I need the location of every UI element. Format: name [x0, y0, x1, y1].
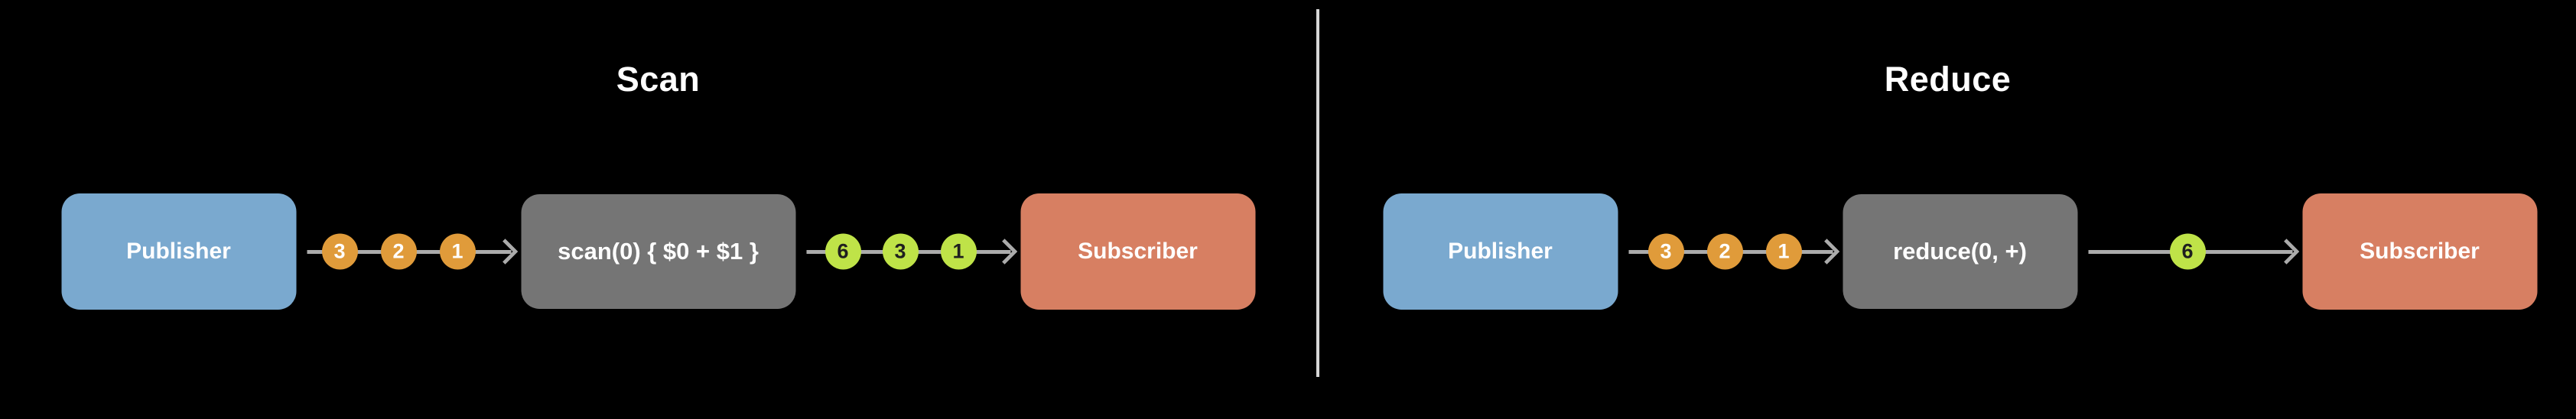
subscriber-box: Subscriber [2302, 193, 2537, 310]
reduce-operator-label: reduce(0, +) [1893, 238, 2027, 265]
scan-output-stream: 6 3 1 [795, 193, 1020, 310]
output-marble: 1 [940, 233, 977, 270]
marble-value: 1 [1778, 239, 1790, 263]
marble-value: 2 [1719, 239, 1731, 263]
input-marble: 1 [439, 233, 476, 270]
input-marble: 2 [380, 233, 417, 270]
marble-value: 3 [894, 239, 906, 263]
reduce-input-stream: 3 2 1 [1618, 193, 1843, 310]
arrow-right-icon [492, 239, 518, 265]
subscriber-box: Subscriber [1020, 193, 1255, 310]
subscriber-label: Subscriber [1078, 239, 1198, 264]
arrow-right-icon [991, 239, 1017, 265]
scan-operator-label: scan(0) { $0 + $1 } [558, 238, 759, 265]
reduce-output-stream: 6 [2077, 193, 2302, 310]
reduce-panel: Reduce Publisher 3 2 1 reduce(0, +) [1319, 0, 2576, 419]
reduce-panel-title: Reduce [1884, 60, 2012, 99]
scan-operator-box: scan(0) { $0 + $1 } [521, 194, 795, 309]
output-marble: 6 [2169, 233, 2206, 270]
output-marble: 3 [882, 233, 919, 270]
marble-value: 2 [392, 239, 405, 263]
scan-flow-row: Publisher 3 2 1 scan(0) { $0 + $1 } [61, 193, 1255, 310]
output-marble: 6 [825, 233, 861, 270]
publisher-box: Publisher [61, 193, 296, 310]
scan-panel: Scan Publisher 3 2 1 scan(0) { $0 + $1 [61, 60, 1255, 310]
input-marble: 3 [1647, 233, 1684, 270]
marble-value: 6 [837, 239, 849, 263]
input-marble: 3 [321, 233, 358, 270]
marble-value: 1 [451, 239, 463, 263]
scan-input-stream: 3 2 1 [296, 193, 521, 310]
arrow-right-icon [1813, 239, 1839, 265]
input-marble: 1 [1765, 233, 1802, 270]
scan-panel-title: Scan [616, 60, 701, 99]
publisher-label: Publisher [126, 239, 231, 264]
publisher-label: Publisher [1448, 239, 1553, 264]
marble-value: 3 [333, 239, 346, 263]
subscriber-label: Subscriber [2360, 239, 2480, 264]
marble-value: 6 [2181, 239, 2194, 263]
marble-value: 1 [952, 239, 964, 263]
panel-divider [1316, 9, 1319, 377]
marble-value: 3 [1660, 239, 1672, 263]
arrow-right-icon [2273, 239, 2299, 265]
publisher-box: Publisher [1383, 193, 1618, 310]
reduce-flow-row: Publisher 3 2 1 reduce(0, +) [1383, 193, 2537, 310]
reduce-operator-box: reduce(0, +) [1843, 194, 2077, 309]
input-marble: 2 [1706, 233, 1743, 270]
